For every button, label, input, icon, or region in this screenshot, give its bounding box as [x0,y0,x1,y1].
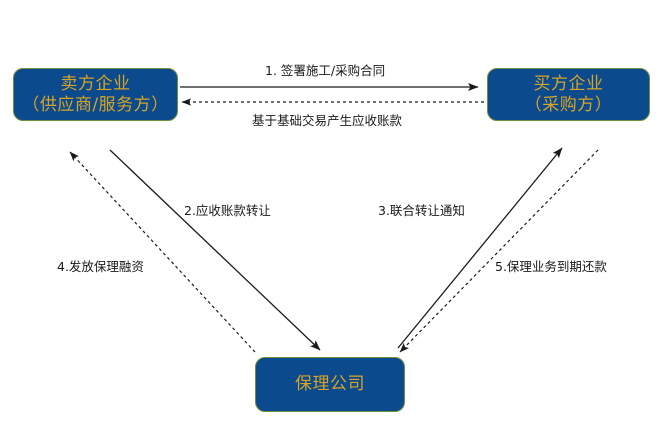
edge-label-transfer-notice: 3.联合转让通知 [378,203,465,218]
node-seller[interactable]: 卖方企业 （供应商/服务方） [13,68,178,121]
node-factoring-company[interactable]: 保理公司 [255,357,405,412]
edge-receivable-transfer-line [109,149,321,351]
node-buyer-line1: 买方企业 [533,73,604,94]
edge-financing-line [69,151,256,353]
edge-repayment-line [399,149,599,353]
node-factoring-company-line1: 保理公司 [295,374,365,395]
edge-label-repayment: 5.保理业务到期还款 [495,259,607,274]
node-seller-line2: （供应商/服务方） [22,94,169,115]
edge-label-contract: 1. 签署施工/采购合同 [265,63,386,78]
node-buyer[interactable]: 买方企业 （采购方） [487,68,650,121]
edge-label-financing: 4.发放保理融资 [57,259,144,274]
edge-transfer-notice-line [397,147,563,349]
edge-label-receivable-transfer: 2.应收账款转让 [184,203,271,218]
node-buyer-line2: （采购方） [524,94,613,115]
edge-label-receivable: 基于基础交易产生应收账款 [252,113,403,128]
node-seller-line1: 卖方企业 [60,73,131,94]
